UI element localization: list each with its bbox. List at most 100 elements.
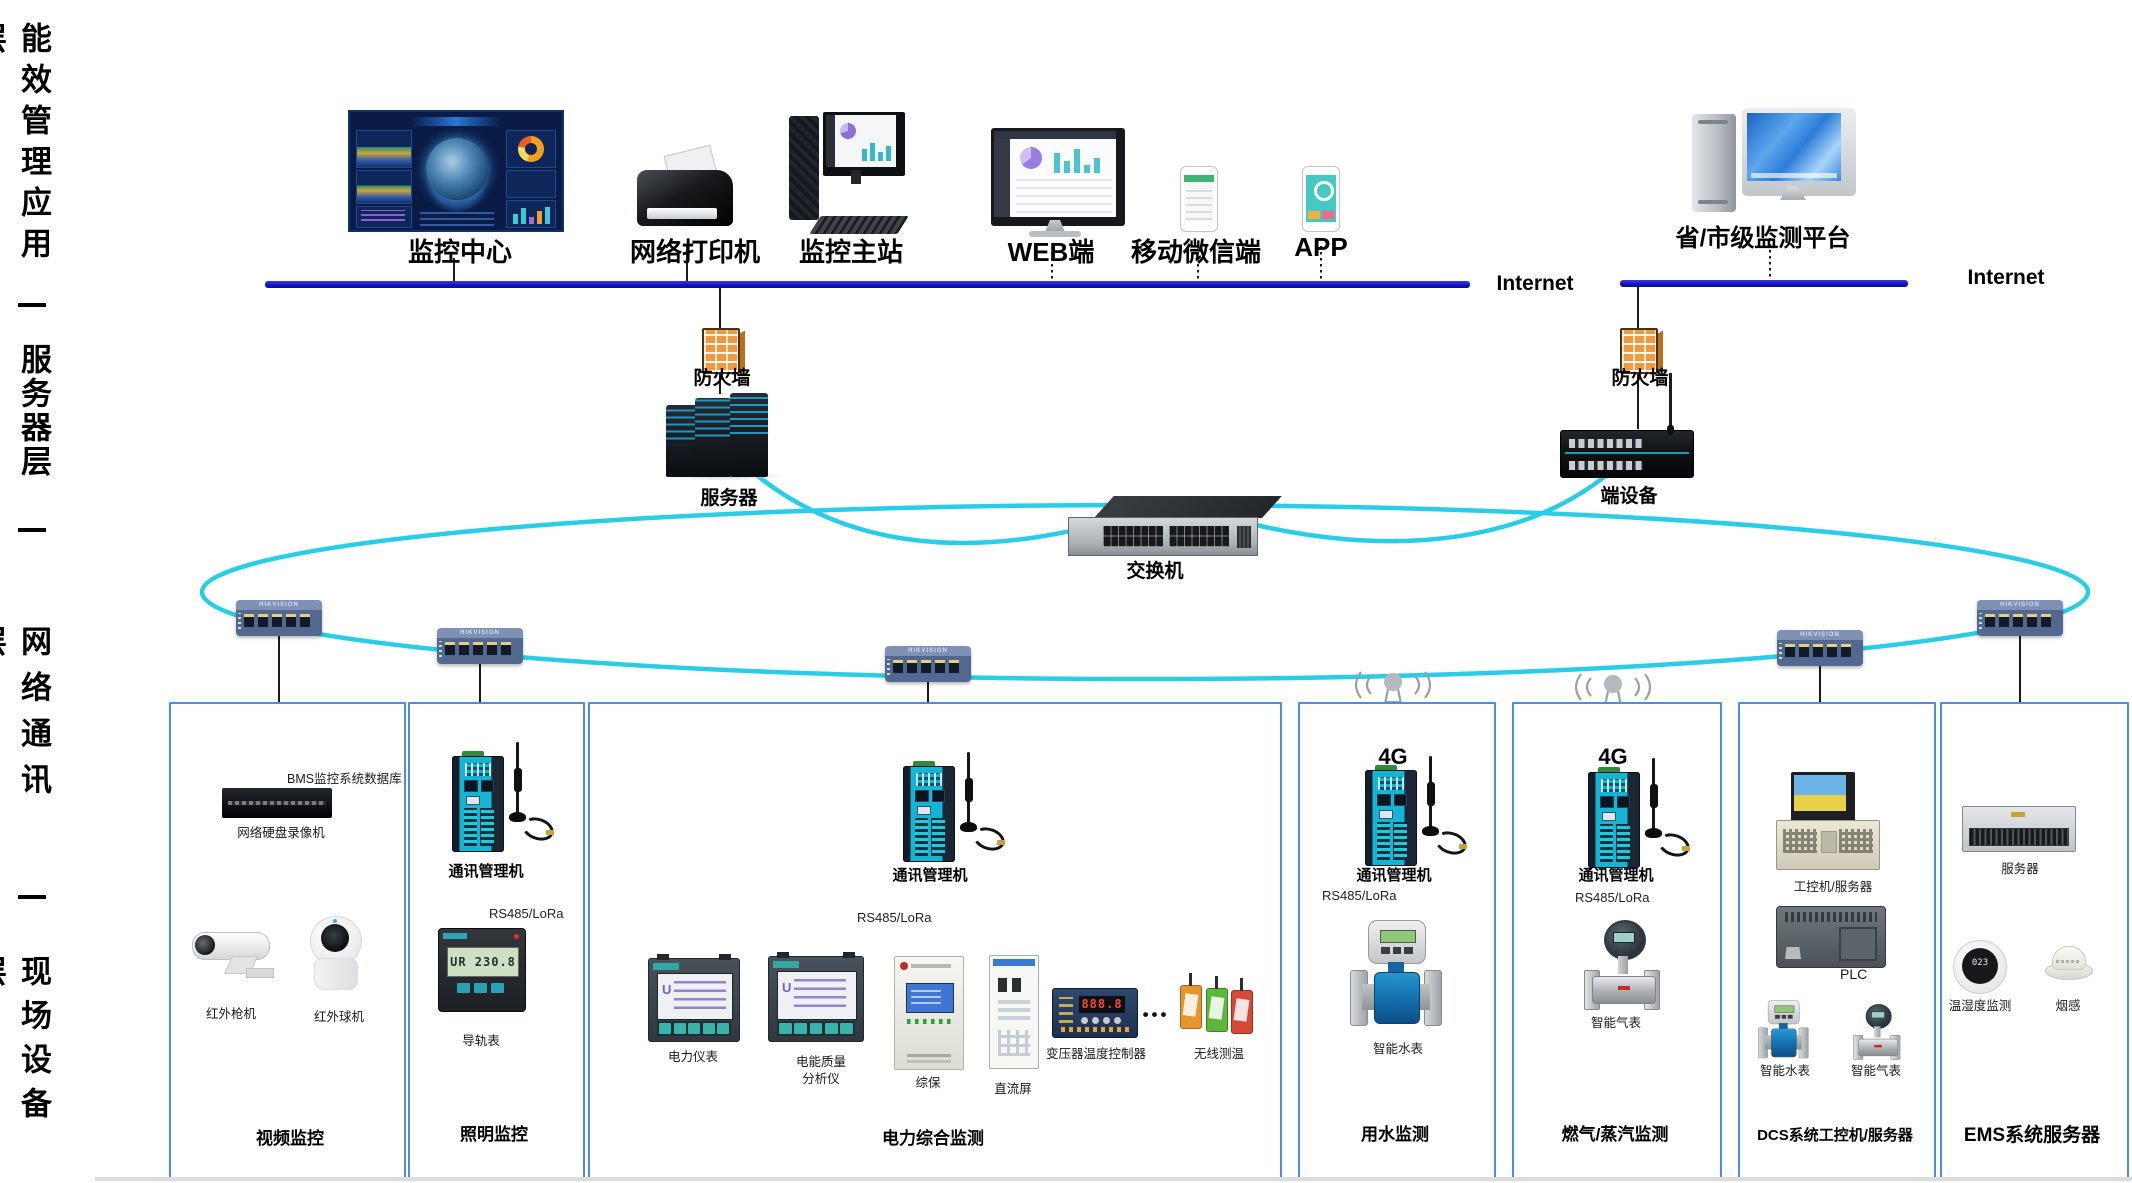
nvr-label: 网络硬盘录像机 xyxy=(237,826,325,840)
access-switch: HIKVISION xyxy=(437,628,523,664)
dome-camera xyxy=(308,916,364,992)
nvr-device xyxy=(222,788,332,818)
industrial-pc xyxy=(1776,820,1880,870)
fiber-server-link xyxy=(746,466,1089,546)
rs485-lora-label: RS485/LoRa xyxy=(1322,888,1397,903)
rs485-lora-label: RS485/LoRa xyxy=(1575,890,1650,905)
access-switch: HIKVISION xyxy=(885,646,971,682)
box-title-gas: 燃气/蒸汽监测 xyxy=(1561,1125,1669,1144)
master-station-label: 监控主站 xyxy=(798,237,904,267)
terminal-device xyxy=(1560,373,1694,478)
firewall-right-label: 防火墙 xyxy=(1611,368,1669,389)
water-meter-label: 智能水表 xyxy=(1372,1042,1424,1056)
4g-label: 4G xyxy=(1598,744,1628,769)
wireless-temp-sensor xyxy=(1231,978,1253,1034)
smart-water-meter xyxy=(1758,1000,1809,1059)
box-title-power: 电力综合监测 xyxy=(882,1129,984,1148)
din-rail-meter: UR 230.8 xyxy=(438,928,526,1012)
transformer-temp-controller: 888.8 xyxy=(1052,988,1138,1038)
comm-manager-label: 通讯管理机 xyxy=(448,863,524,880)
comm-manager-device xyxy=(903,752,1013,866)
layer-divider xyxy=(18,528,46,532)
layer-divider xyxy=(18,303,46,307)
din-rail-meter-label: 导轨表 xyxy=(462,1034,500,1048)
firewall-left-label: 防火墙 xyxy=(693,368,751,389)
pq-analyzer-label-1: 电能质量 xyxy=(795,1055,847,1069)
box-title-lighting: 照明监控 xyxy=(460,1125,528,1144)
4g-label: 4G xyxy=(1378,744,1408,769)
dcs-gas-meter-label: 智能气表 xyxy=(1850,1064,1902,1078)
smart-gas-meter xyxy=(1852,1004,1902,1060)
layer-label-field: 现场设备层 xyxy=(0,955,51,1131)
bullet-camera xyxy=(188,924,276,978)
layer-label-server: 服务器层 xyxy=(16,343,51,479)
comm-manager-device xyxy=(452,742,562,856)
ipc-label: 工控机/服务器 xyxy=(1793,880,1873,894)
baseline xyxy=(95,1177,2132,1181)
power-quality-analyzer xyxy=(768,952,864,1042)
temp-humidity-sensor: 023 xyxy=(1953,940,2007,994)
comm-manager-device xyxy=(1365,756,1475,870)
wireless-temp-sensor xyxy=(1206,976,1228,1032)
gov-platform-computer xyxy=(1692,108,1856,216)
plc-device xyxy=(1776,906,1886,968)
th-sensor-label: 温湿度监测 xyxy=(1948,999,2012,1013)
ems-server-device xyxy=(1962,806,2076,852)
app-label: APP xyxy=(1294,232,1348,262)
internet-bus-right xyxy=(1620,280,1908,287)
access-switch: HIKVISION xyxy=(236,600,322,636)
web-terminal-label: WEB端 xyxy=(1007,237,1095,267)
network-printer-label: 网络打印机 xyxy=(629,237,761,267)
server-stack xyxy=(660,393,786,481)
comm-manager-label: 通讯管理机 xyxy=(892,867,968,884)
web-terminal xyxy=(991,128,1125,238)
dc-panel-label: 直流屏 xyxy=(994,1082,1032,1096)
rs485-lora-label: RS485/LoRa xyxy=(489,906,564,921)
box-ems-system xyxy=(1940,702,2129,1180)
internet-bus-left xyxy=(265,281,1470,288)
dc-panel-cabinet xyxy=(989,955,1039,1069)
gov-platform-label: 省/市级监测平台 xyxy=(1675,225,1851,252)
layer-label-network: 网络通讯层 xyxy=(0,625,51,809)
bms-db-label: BMS监控系统数据库 xyxy=(287,772,402,786)
smoke-detector-label: 烟感 xyxy=(2055,999,2081,1013)
monitoring-center-label: 监控中心 xyxy=(407,237,513,267)
rs485-lora-label: RS485/LoRa xyxy=(857,910,932,925)
firewall-icon xyxy=(702,328,740,374)
bullet-camera-label: 红外枪机 xyxy=(205,1007,257,1021)
ellipsis-dots: ••• xyxy=(1142,1005,1170,1024)
ipc-monitor xyxy=(1791,772,1855,831)
wireless-temp-sensor xyxy=(1180,973,1202,1029)
internet-label-left: Internet xyxy=(1496,272,1574,295)
smart-gas-meter xyxy=(1582,920,1662,1010)
protection-cabinet xyxy=(894,956,964,1070)
comm-manager-device xyxy=(1588,758,1698,872)
smart-water-meter xyxy=(1350,920,1442,1026)
protection-label: 综保 xyxy=(915,1076,941,1090)
core-switch xyxy=(1068,496,1282,556)
power-meter-label: 电力仪表 xyxy=(667,1050,719,1064)
wechat-phone xyxy=(1180,166,1218,232)
fiber-terminal-link xyxy=(1255,472,1610,544)
server-stack-label: 服务器 xyxy=(700,488,758,509)
wireless-temp-label: 无线测温 xyxy=(1193,1047,1245,1061)
firewall-icon xyxy=(1620,328,1658,374)
box-title-dcs: DCS系统工控机/服务器 xyxy=(1757,1127,1913,1144)
plc-label: PLC xyxy=(1840,966,1868,982)
network-printer xyxy=(637,144,737,234)
dome-camera-label: 红外球机 xyxy=(313,1010,365,1024)
layer-divider xyxy=(18,895,46,899)
monitoring-center-screen xyxy=(348,110,564,232)
power-meter xyxy=(648,954,740,1042)
wechat-label: 移动微信端 xyxy=(1130,237,1262,267)
gas-meter-label: 智能气表 xyxy=(1590,1016,1642,1030)
terminal-device-label: 端设备 xyxy=(1600,486,1658,507)
internet-label-right: Internet xyxy=(1967,266,2045,289)
layer-label-application: 能效管理应用层 xyxy=(0,22,51,268)
box-title-video: 视频监控 xyxy=(256,1129,324,1148)
access-switch: HIKVISION xyxy=(1977,600,2063,636)
access-switch: HIKVISION xyxy=(1777,630,1863,666)
pq-analyzer-label-2: 分析仪 xyxy=(802,1072,840,1086)
app-phone xyxy=(1302,166,1340,232)
